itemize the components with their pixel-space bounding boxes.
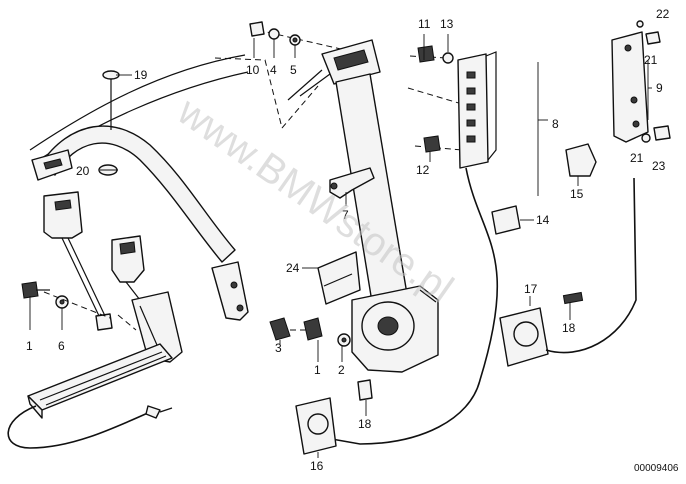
- bolt-part-1-center: [303, 317, 323, 341]
- bolts-part-11-13: [417, 45, 454, 64]
- callout-21-upper: 21: [644, 53, 658, 67]
- watermark: www.BMWstore.pl: [169, 89, 461, 312]
- bracket-part-16: [295, 397, 337, 455]
- pin-part-18-lower: [357, 379, 373, 401]
- callout-1-center: 1: [314, 363, 321, 377]
- cover-part-15: [565, 143, 597, 177]
- callout-1-left: 1: [26, 339, 33, 353]
- belt-webbing: [29, 54, 249, 263]
- bolts-top-center: [249, 21, 301, 46]
- callout-labels: 1 6 19 20 10 4 5 7 24 3 1 2 18 16 11 13 …: [26, 7, 670, 473]
- bolts-part-21-22-23: [636, 20, 671, 143]
- plug-part-19: [102, 70, 120, 130]
- callout-20: 20: [76, 164, 90, 178]
- bracket-part-17: [499, 307, 549, 367]
- callout-11: 11: [418, 17, 431, 31]
- callout-18-lower: 18: [358, 417, 372, 431]
- bracket-part-24: [317, 251, 361, 305]
- callout-15: 15: [570, 187, 584, 201]
- callout-5: 5: [290, 63, 297, 77]
- callout-7: 7: [342, 208, 349, 222]
- upper-guide-loop: [321, 39, 381, 85]
- bracket-part-7: [329, 167, 375, 199]
- adjuster-cable: [325, 167, 499, 445]
- callout-6: 6: [58, 339, 65, 353]
- callout-10: 10: [246, 63, 260, 77]
- rail-cable: [7, 405, 173, 449]
- callout-19: 19: [134, 68, 148, 82]
- right-cable: [545, 177, 637, 354]
- callout-23: 23: [652, 159, 666, 173]
- callout-13: 13: [440, 17, 454, 31]
- retractor-unit: [351, 285, 439, 373]
- buckle-assembly: [111, 235, 183, 363]
- callout-24: 24: [286, 261, 300, 275]
- anchor-bracket-lower: [211, 261, 249, 321]
- callout-16: 16: [310, 459, 324, 473]
- callout-12: 12: [416, 163, 430, 177]
- callout-21-lower: 21: [630, 151, 644, 165]
- callout-14: 14: [536, 213, 550, 227]
- callout-8: 8: [552, 117, 559, 131]
- callout-3: 3: [275, 341, 282, 355]
- height-adjuster-rail: [457, 51, 497, 169]
- drawing-code: 00009406: [634, 463, 679, 474]
- belt-tongue: [43, 191, 113, 331]
- anchor-part-9: [611, 31, 649, 143]
- callout-18-right: 18: [562, 321, 576, 335]
- callout-9: 9: [656, 81, 663, 95]
- callout-22: 22: [656, 7, 670, 21]
- callout-17: 17: [524, 282, 538, 296]
- washer-part-6: [55, 295, 69, 309]
- nut-part-2: [337, 333, 351, 347]
- bolt-part-1-left: [21, 281, 50, 299]
- callout-4: 4: [270, 63, 277, 77]
- pad-part-18-right: [562, 291, 584, 305]
- leader-lines: [29, 34, 652, 458]
- guide-part-14: [491, 205, 521, 235]
- callout-2: 2: [338, 363, 345, 377]
- bolt-part-12: [423, 135, 441, 153]
- bolt-part-3: [269, 317, 291, 341]
